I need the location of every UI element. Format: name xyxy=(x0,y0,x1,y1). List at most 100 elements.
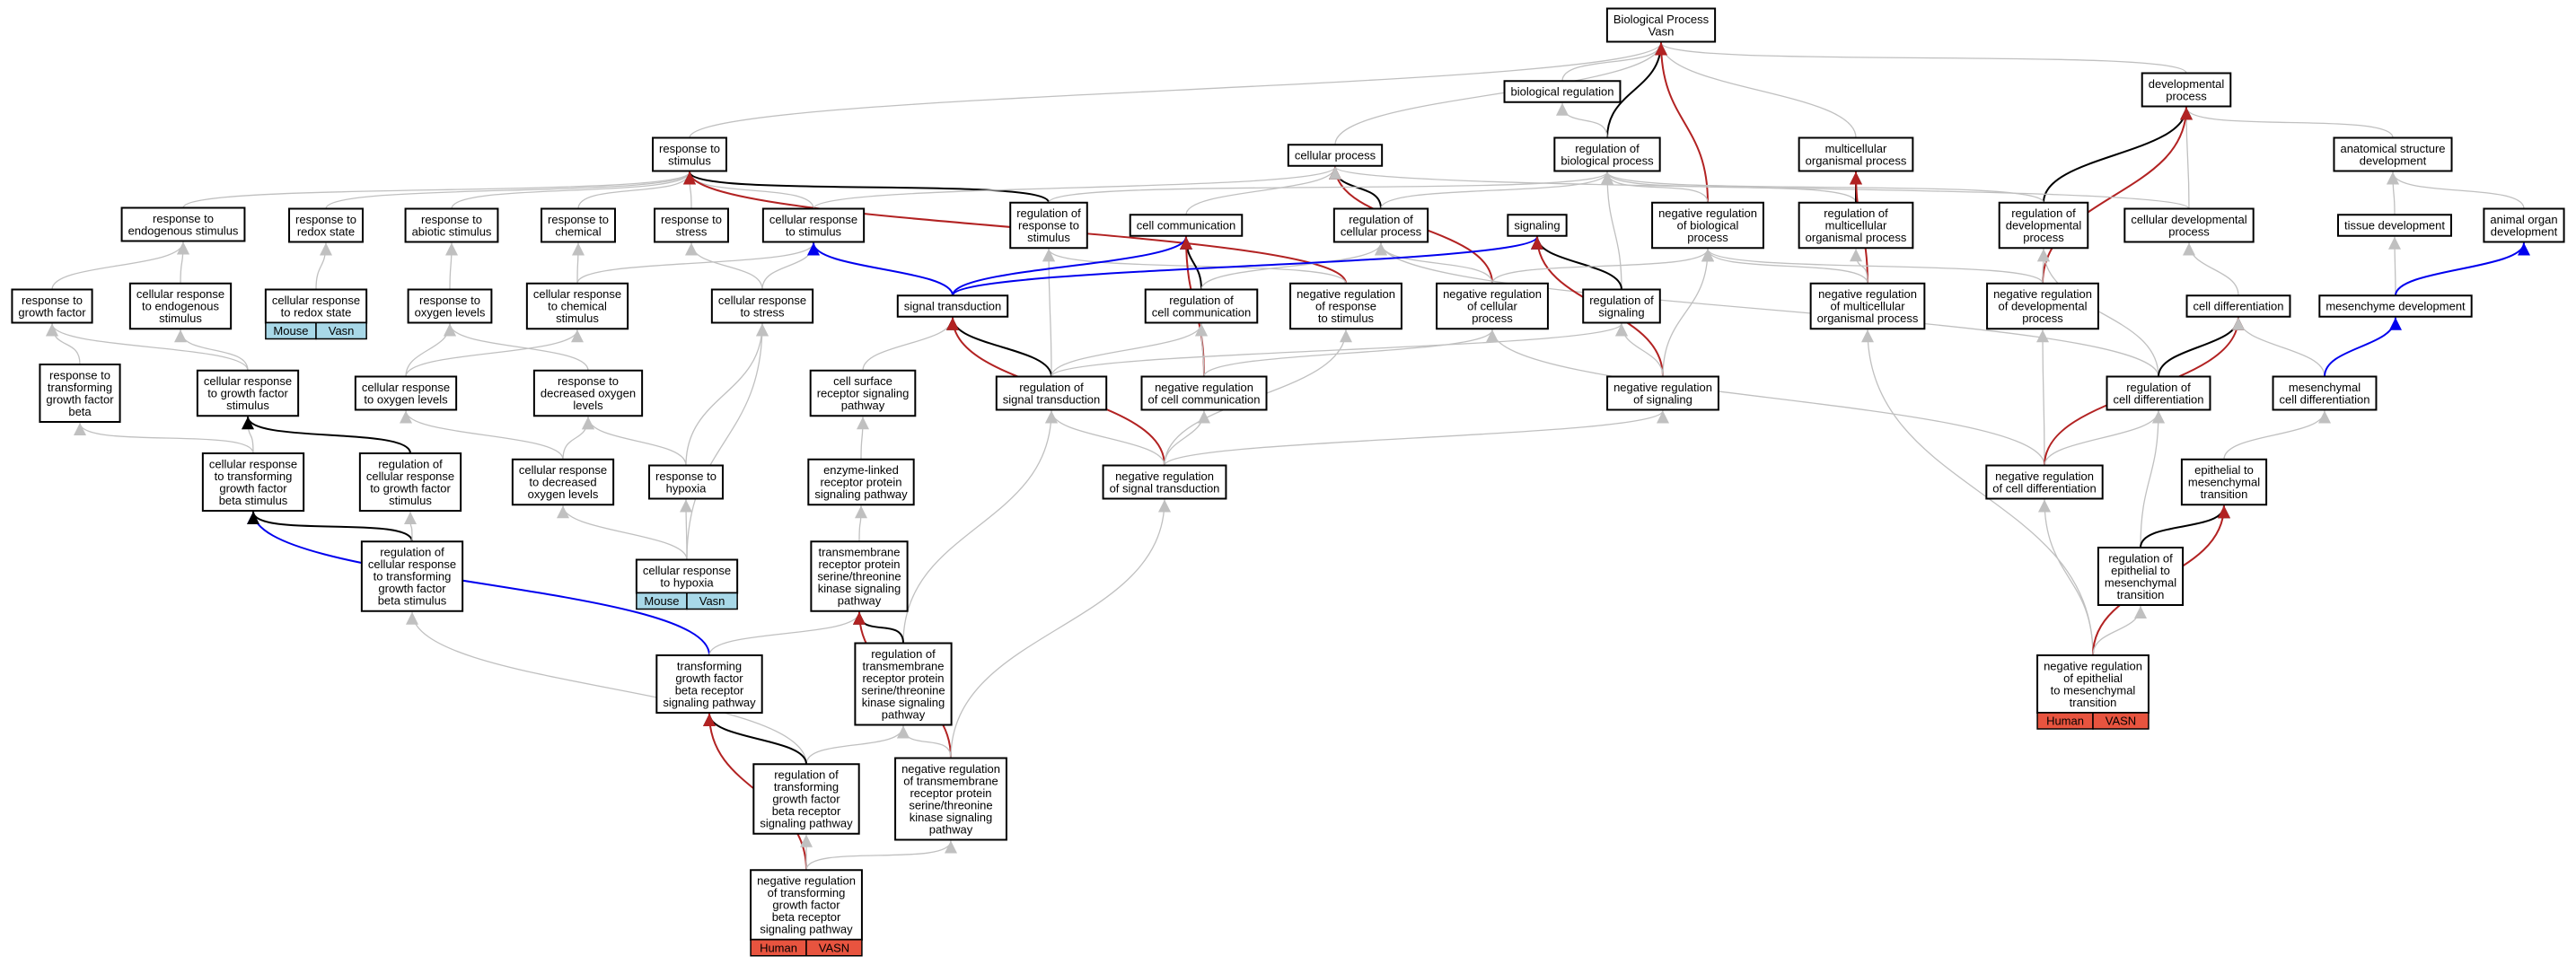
edge-default xyxy=(1045,410,1165,466)
edge-default xyxy=(1615,323,1664,377)
term-label-line: redox state xyxy=(297,224,355,238)
term-box xyxy=(1986,282,2099,330)
species-badge: Mouse xyxy=(265,321,317,340)
term-label-line: mesenchyme development xyxy=(2325,300,2466,313)
edge-default xyxy=(854,505,867,542)
term-label-line: process xyxy=(2166,89,2207,102)
term-label-line: animal organ xyxy=(2490,213,2557,226)
gene-badge: Vasn xyxy=(686,592,738,610)
term-label-line: multicellular xyxy=(1825,219,1887,232)
gene-badge: Vasn xyxy=(315,321,367,340)
go-term-bioreg[interactable]: biological regulation xyxy=(1503,80,1622,103)
term-label-line: cellular response xyxy=(272,294,360,307)
term-label-line: to decreased xyxy=(529,476,596,489)
term-label-line: beta receptor xyxy=(772,804,841,818)
edge-default xyxy=(1164,410,1210,466)
term-label-line: cell communication xyxy=(1152,305,1252,319)
term-label-line: regulation of xyxy=(2126,381,2191,394)
go-term-signaling[interactable]: signaling xyxy=(1507,214,1568,237)
term-label-line: pathway xyxy=(841,399,885,412)
term-box xyxy=(1287,144,1384,167)
go-term-cell-comm[interactable]: cell communication xyxy=(1129,214,1244,237)
term-label-line: beta xyxy=(68,405,92,418)
go-term-mes-dev[interactable]: mesenchyme development xyxy=(2318,294,2473,318)
species-badge: Human xyxy=(2036,712,2094,730)
edge-black xyxy=(703,713,807,765)
go-term-cell-proc[interactable]: cellular process xyxy=(1287,144,1384,167)
go-term-cell-diff[interactable]: cell differentiation xyxy=(2185,294,2291,318)
go-term-tissue-dev[interactable]: tissue development xyxy=(2336,214,2453,237)
term-label-line: mesenchymal xyxy=(2105,575,2176,589)
edge-default xyxy=(862,317,959,371)
edge-default xyxy=(805,840,957,871)
badge-label: Human xyxy=(2046,715,2084,728)
go-term-sig-trans[interactable]: signal transduction xyxy=(896,294,1009,318)
term-box xyxy=(201,452,305,512)
edge-default xyxy=(1655,42,1857,138)
badge-label: Mouse xyxy=(644,594,679,608)
term-box xyxy=(1503,80,1622,103)
term-box xyxy=(1606,375,1719,411)
term-box xyxy=(710,288,814,324)
